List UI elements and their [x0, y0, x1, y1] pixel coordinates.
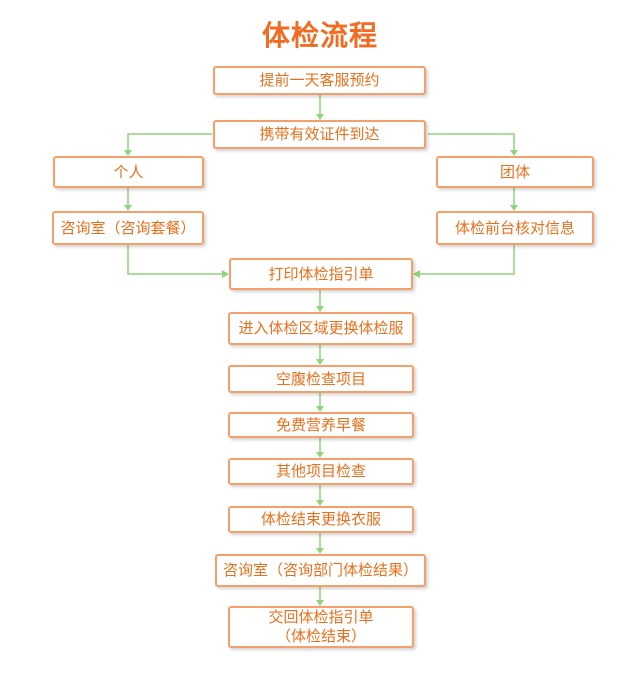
- arrow-head: [316, 406, 324, 412]
- connector-line: [127, 245, 224, 275]
- arrow-head: [222, 270, 229, 278]
- arrow-head: [316, 452, 324, 458]
- arrow-head: [316, 548, 324, 554]
- step-label: 携带有效证件到达: [259, 125, 380, 143]
- connector-line: [428, 133, 515, 152]
- step-label: 咨询室（咨询部门体检结果）: [222, 561, 418, 579]
- arrow-head: [316, 600, 324, 606]
- step-consult-results: 咨询室（咨询部门体检结果）: [215, 554, 426, 587]
- step-arrive: 携带有效证件到达: [213, 120, 426, 149]
- step-label: 个人: [113, 162, 144, 181]
- step-label: 提前一天客服预约: [259, 71, 380, 89]
- step-finish-change: 体检结束更换衣服: [228, 506, 414, 533]
- step-appointment: 提前一天客服预约: [213, 66, 426, 95]
- step-consult: 咨询室（咨询套餐）: [52, 211, 204, 245]
- arrow-head: [316, 114, 324, 120]
- step-individual: 个人: [53, 156, 204, 188]
- step-sublabel: （体检结束）: [275, 627, 366, 645]
- step-group: 团体: [436, 156, 594, 188]
- arrow-head: [316, 359, 324, 365]
- connector-line: [127, 133, 212, 152]
- step-label: 体检结束更换衣服: [260, 510, 381, 528]
- step-label: 体检前台核对信息: [454, 218, 575, 237]
- step-label: 打印体检指引单: [268, 264, 374, 283]
- step-change-clothes: 进入体检区域更换体检服: [228, 312, 414, 345]
- step-label: 咨询室（咨询套餐）: [60, 218, 196, 237]
- arrow-head: [316, 306, 324, 312]
- arrow-head: [124, 205, 132, 211]
- arrow-head: [124, 150, 132, 156]
- page-title: 体检流程: [261, 19, 378, 52]
- arrow-head: [316, 500, 324, 506]
- arrow-head: [413, 270, 420, 278]
- step-print-guide: 打印体检指引单: [229, 258, 413, 290]
- connector-line: [418, 245, 515, 275]
- step-label: 进入体检区域更换体检服: [238, 319, 404, 337]
- step-fasting: 空腹检查项目: [228, 365, 414, 393]
- arrow-head: [510, 150, 518, 156]
- step-label: 其他项目检查: [275, 462, 366, 480]
- arrow-head: [510, 205, 518, 211]
- step-other-items: 其他项目检查: [228, 458, 414, 485]
- step-front-desk: 体检前台核对信息: [436, 211, 594, 245]
- step-return-guide: 交回体检指引单 （体检结束）: [228, 606, 414, 648]
- step-label: 空腹检查项目: [275, 369, 366, 388]
- step-label: 免费营养早餐: [275, 415, 366, 434]
- step-breakfast: 免费营养早餐: [228, 412, 414, 438]
- step-label: 团体: [499, 162, 530, 181]
- step-label: 交回体检指引单: [268, 608, 374, 626]
